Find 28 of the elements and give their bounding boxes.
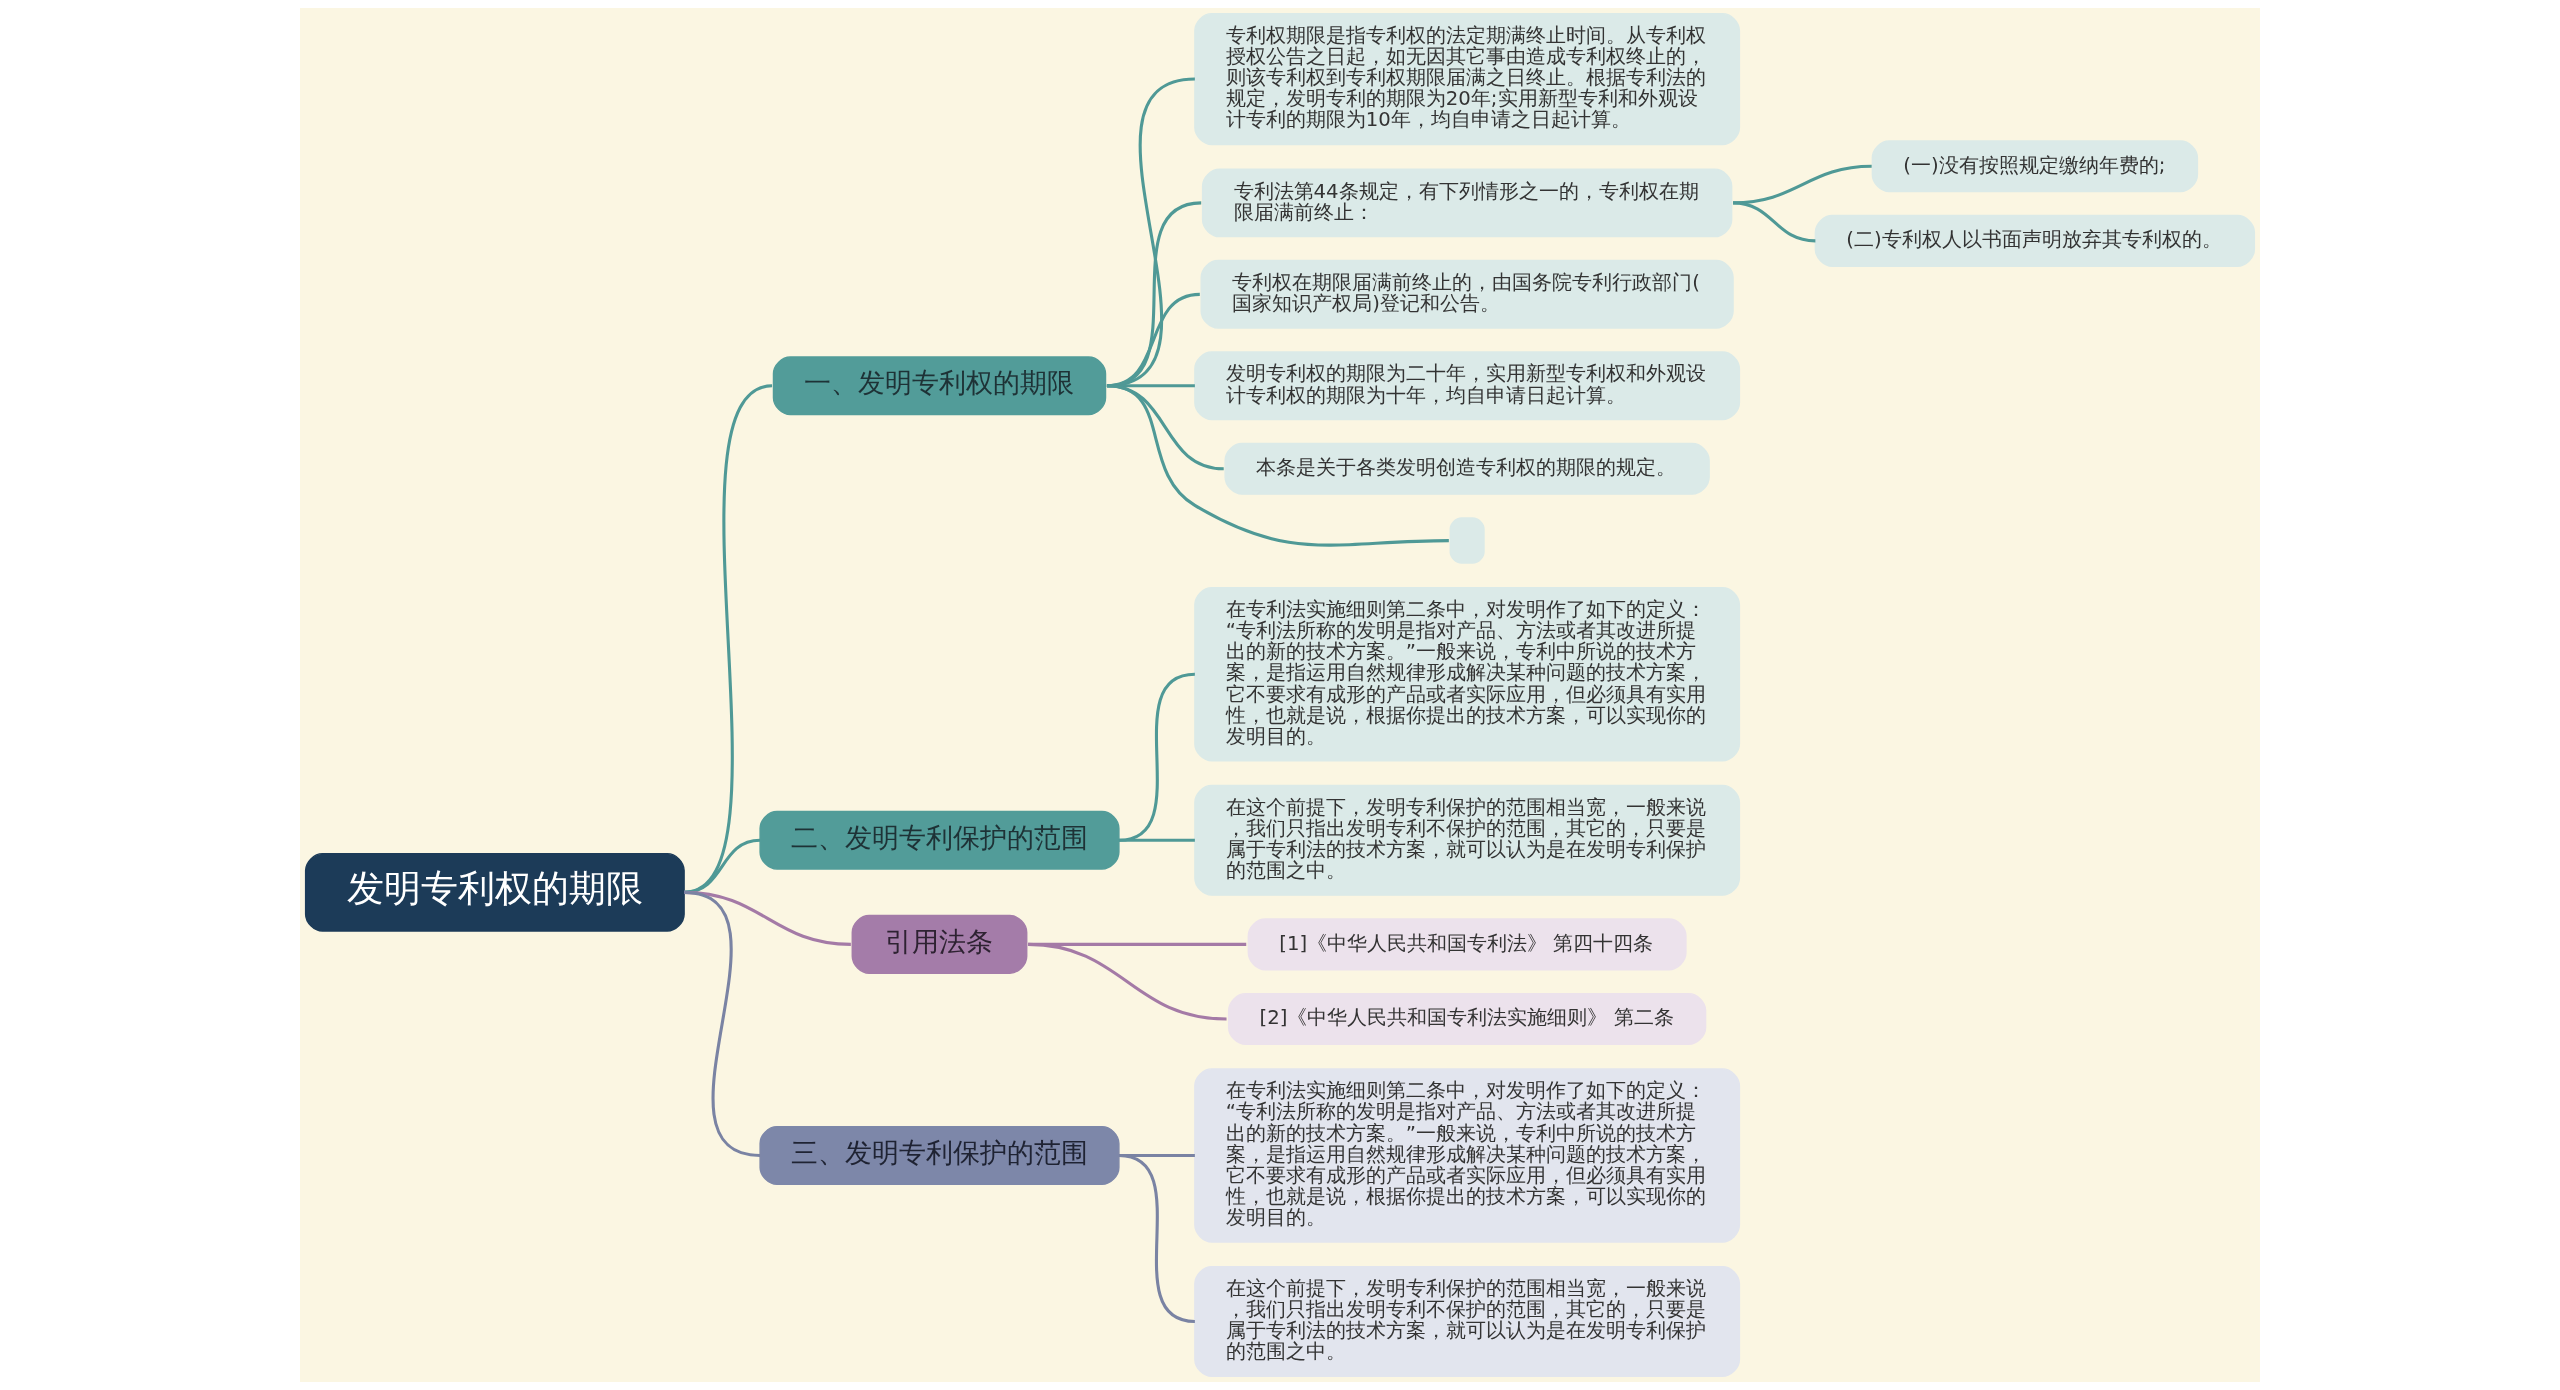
connector: [1118, 1153, 1196, 1323]
node-box: 引用法条: [851, 914, 1028, 974]
node-box: [2]《中华人民共和国专利法实施细则》 第二条: [1227, 992, 1707, 1045]
connector: [1118, 672, 1196, 842]
node-box: 发明专利权的期限: [304, 852, 685, 932]
node-box: [1]《中华人民共和国专利法》 第四十四条: [1247, 918, 1687, 971]
node-box: (一)没有按照规定缴纳年费的;: [1871, 140, 2199, 193]
node-box: 发明专利权的期限为二十年，实用新型专利权和外观设计专利权的期限为十年，均自申请日起计算。: [1194, 351, 1741, 421]
node-box: 在这个前提下，发明专利保护的范围相当宽，一般来说，我们只指出发明专利不保护的范围，其它的，只要是属于专利法的技术方案，就可以认为是在发明专利保护的范围之中。: [1194, 784, 1741, 896]
node-box: 在专利法实施细则第二条中，对发明作了如下的定义：“专利法所称的发明是指对产品、方法或者其改进所提出的新的技术方案。”一般来说，专利中所说的技术方案，是指运用自然规律形成解决某种问题的技术方案，它不要求有成形的产品或者实际应用，但必须具有实用性，也就是说，根据你提出的技术方案，可以实现你的发明目的。: [1194, 587, 1741, 762]
node-box: 专利权在期限届满前终止的，由国务院专利行政部门(国家知识产权局)登记和公告。: [1200, 259, 1734, 329]
connector: [1732, 201, 1816, 243]
node-box: (二)专利权人以书面声明放弃其专利权的。: [1814, 214, 2256, 267]
node-box: 专利权期限是指专利权的法定期满终止时间。从专利权授权公告之日起，如无因其它事由造成专利权终止的，则该专利权到专利权期限届满之日终止。根据专利法的规定，发明专利的期限为20年;实用新型专利和外观设计专利的期限为10年，均自申请之日起计算。: [1194, 12, 1741, 146]
connector: [1733, 164, 1872, 205]
node-box: 二、发明专利保护的范围: [759, 810, 1120, 870]
node-box: 专利法第44条规定，有下列情形之一的，专利权在期限届满前终止：: [1201, 168, 1733, 238]
node-box: 三、发明专利保护的范围: [759, 1125, 1120, 1185]
node-box: 一、发明专利权的期限: [772, 356, 1107, 416]
node-box: 本条是关于各类发明创造专利权的期限的规定。: [1224, 442, 1710, 495]
node-box: 在这个前提下，发明专利保护的范围相当宽，一般来说，我们只指出发明专利不保护的范围，其它的，只要是属于专利法的技术方案，就可以认为是在发明专利保护的范围之中。: [1194, 1265, 1741, 1378]
connector: [683, 890, 761, 1157]
connector: [1106, 384, 1449, 547]
node-box: [1449, 517, 1485, 564]
connector: [1118, 838, 1195, 842]
node-box: 在专利法实施细则第二条中，对发明作了如下的定义：“专利法所称的发明是指对产品、方法或者其改进所提出的新的技术方案。”一般来说，专利中所说的技术方案，是指运用自然规律形成解决某种问题的技术方案，它不要求有成形的产品或者实际应用，但必须具有实用性，也就是说，根据你提出的技术方案，可以实现你的发明目的。: [1194, 1068, 1741, 1243]
connector: [1028, 942, 1227, 1021]
connector: [1106, 384, 1224, 471]
